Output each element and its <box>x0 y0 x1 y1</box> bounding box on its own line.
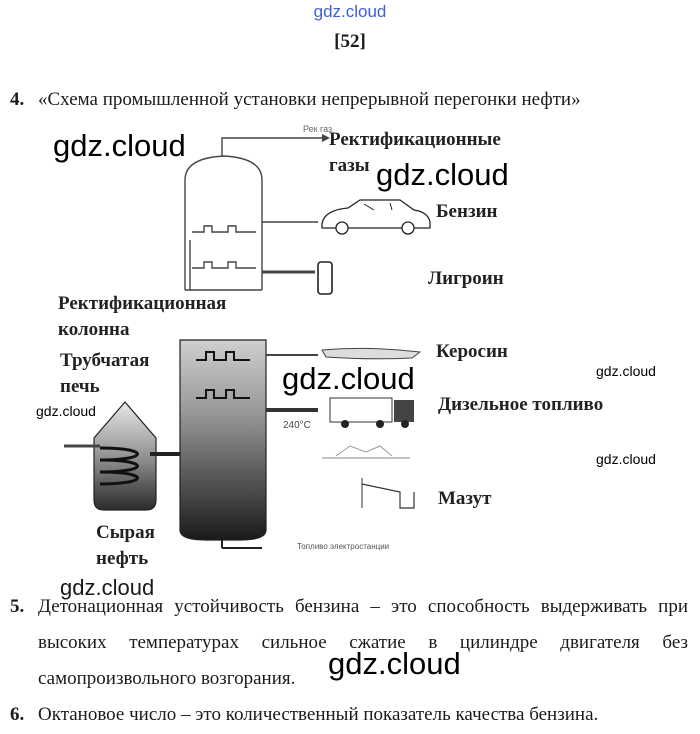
watermark-5: gdz.cloud <box>36 403 96 419</box>
label-furnace: Трубчатая печь <box>60 348 180 400</box>
watermark-8: gdz.cloud <box>328 646 461 682</box>
power-plant-icon <box>362 478 414 508</box>
watermark-4: gdz.cloud <box>596 363 656 379</box>
small-top-label: Рек газ <box>303 124 332 134</box>
label-fuel-oil: Мазут <box>438 488 492 510</box>
ship-icon <box>322 446 410 458</box>
temperature-label: 240°C <box>283 420 311 431</box>
page-number: [52] <box>0 31 700 53</box>
watermark-1: gdz.cloud <box>53 128 186 164</box>
label-column: Ректификационная колонна <box>58 291 268 343</box>
label-gasoline: Бензин <box>436 201 497 223</box>
canister-icon <box>318 262 332 294</box>
column-lower <box>180 340 266 548</box>
item-4-number: 4. <box>10 89 24 111</box>
watermark-3: gdz.cloud <box>282 361 415 397</box>
label-diesel: Дизельное топливо <box>438 394 603 416</box>
item-6-number: 6. <box>10 704 24 726</box>
car-icon <box>322 200 430 234</box>
label-ligroin: Лигроин <box>428 268 504 290</box>
gas-pipe <box>222 138 322 156</box>
item-6-text: Октановое число – это количественный пок… <box>38 704 598 726</box>
column-upper <box>185 156 262 290</box>
watermark-top: gdz.cloud <box>0 2 700 22</box>
bottom-caption: Топливо электростанции <box>297 542 389 551</box>
item-5-number: 5. <box>10 596 24 618</box>
airplane-icon <box>322 348 420 358</box>
watermark-2: gdz.cloud <box>376 157 509 193</box>
truck-icon <box>330 398 414 428</box>
item-4-title: «Схема промышленной установки непрерывно… <box>38 89 581 111</box>
label-kerosene: Керосин <box>436 341 508 363</box>
watermark-6: gdz.cloud <box>596 451 656 467</box>
label-crude-oil: Сырая нефть <box>96 520 176 572</box>
